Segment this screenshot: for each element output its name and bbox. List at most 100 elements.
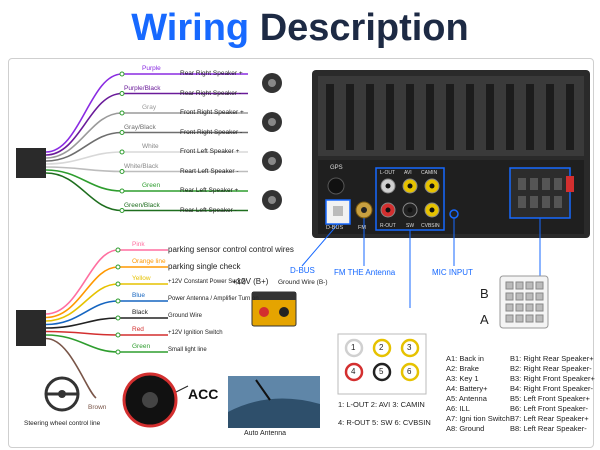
fin xyxy=(546,84,554,150)
iso-pin-cell xyxy=(515,281,524,290)
wire-node-icon xyxy=(119,169,125,174)
pin-a-item: A3: Key 1 xyxy=(446,374,479,383)
fin xyxy=(526,84,534,150)
iso-pin-cell xyxy=(535,292,544,301)
rca-legend-circle xyxy=(372,362,392,382)
iso-pin-cell xyxy=(535,314,544,323)
fm-port-label: FM xyxy=(358,225,366,231)
acc-pointer-line xyxy=(175,385,189,393)
dbus-socket-icon xyxy=(333,206,343,216)
heatsink-fins xyxy=(326,84,574,150)
wire-node-icon xyxy=(115,264,121,270)
iso-pin-cell xyxy=(505,292,514,301)
iso-pin-cell xyxy=(525,303,534,312)
gps-label: GPS xyxy=(330,165,343,171)
power-wire-label: Small light line xyxy=(168,347,207,353)
cvbsin-port-label: CVBSIN xyxy=(421,223,440,229)
power-wire-label: Ground Wire xyxy=(168,313,203,319)
power-wire-color-label: Blue xyxy=(132,292,146,299)
power-wire-color-label: Green xyxy=(132,343,151,350)
rca-legend-number: 4 xyxy=(351,367,356,376)
battery-plus-terminal-icon xyxy=(259,307,269,317)
power-wire-color-label: Pink xyxy=(132,241,145,248)
iso-pin xyxy=(542,196,550,208)
iso-a-label: A xyxy=(480,312,489,327)
antenna-mast-icon xyxy=(255,379,271,401)
speaker-wire xyxy=(45,112,248,159)
speaker-wire-label: Rear Left Speaker + xyxy=(180,187,239,194)
rca-legend-number: 3 xyxy=(407,343,412,352)
speaker-icons xyxy=(262,73,282,210)
power-wire-color-label: Yellow xyxy=(132,275,151,282)
title-word-wiring: Wiring xyxy=(131,7,250,49)
pin-b-item: B8: Left Rear Speaker- xyxy=(510,424,587,433)
rca-legend-circles xyxy=(344,338,420,382)
fm-callout-label: FM THE Antenna xyxy=(334,268,396,277)
pin-b-item: B3: Right Front Speaker+ xyxy=(510,374,595,383)
iso-pin-cell xyxy=(525,292,534,301)
rca-jack-center-icon xyxy=(429,183,435,189)
battery-minus-terminal-icon xyxy=(279,307,289,317)
fin xyxy=(486,84,494,150)
diagram-panel xyxy=(8,58,594,448)
power-wire xyxy=(45,249,168,315)
pin-b-item: B2: Right Rear Speaker- xyxy=(510,364,592,373)
speaker-harness-connector xyxy=(16,148,46,178)
iso-pin-cell xyxy=(505,281,514,290)
rca-legend-number: 5 xyxy=(379,367,384,376)
speaker-wire-label: Front Right Speaker + xyxy=(180,109,244,116)
fin xyxy=(506,84,514,150)
rca-legend-circle xyxy=(372,338,392,358)
speaker-wire-label: Rear Right Speaker - xyxy=(180,89,242,97)
rca-legend-number: 1 xyxy=(351,343,356,352)
wire-node-icon xyxy=(115,349,121,355)
wire-node-icon xyxy=(119,91,125,96)
pin-b-item: B1: Right Rear Speaker+ xyxy=(510,354,594,363)
gps-port-icon xyxy=(327,177,345,195)
dbus-port-label: D-BUS xyxy=(326,225,344,231)
speaker-wire-label: Reart Left Speaker - xyxy=(180,167,239,175)
rca-jack-center-icon xyxy=(385,207,391,213)
wire-node-icon xyxy=(119,130,125,135)
iso-pin-cell xyxy=(515,292,524,301)
pin-a-item: A1: Back in xyxy=(446,354,484,363)
rca-jacks xyxy=(380,178,440,218)
battery-ground-label: Ground Wire (B-) xyxy=(278,279,328,286)
rca-legend-circle xyxy=(400,362,420,382)
speaker-wire-color-label: Green/Black xyxy=(124,201,160,209)
speaker-wire xyxy=(45,172,248,212)
car-roof-shape xyxy=(228,398,320,428)
wire-node-icon xyxy=(119,149,125,155)
power-wire-color-label: Brown xyxy=(88,404,107,411)
title-word-description: Description xyxy=(259,7,469,49)
wire-node-icon xyxy=(119,110,125,116)
rca-legend-circle xyxy=(344,362,364,382)
power-harness-connector xyxy=(16,310,46,346)
iso-pin-cell xyxy=(505,303,514,312)
rca-jack-center-icon xyxy=(429,207,435,213)
power-wire-label: parking sensor control control wires xyxy=(168,245,294,254)
pin-a-item: A5: Antenna xyxy=(446,394,487,403)
iso-pin xyxy=(530,178,538,190)
speaker-cone-icon xyxy=(268,79,276,87)
fin xyxy=(406,84,414,150)
speaker-wire-color-label: White xyxy=(142,143,159,150)
fin xyxy=(446,84,454,150)
speaker-wire xyxy=(45,92,248,156)
rca-legend-line-2: 4: R-OUT 5: SW 6: CVBSIN xyxy=(338,418,431,427)
power-wire-color-label: Red xyxy=(132,326,144,333)
wire-node-icon xyxy=(119,188,125,194)
rout-port-label: R-OUT xyxy=(380,223,396,229)
power-wire-label: +12V Constant Power Supply xyxy=(168,279,247,285)
iso-pin xyxy=(518,178,526,190)
dbus-callout-line xyxy=(301,223,339,267)
power-wire-color-label: Orange line xyxy=(132,258,166,265)
pin-a-item: A4: Battery+ xyxy=(446,384,488,393)
speaker-wire-label: Rear Left Speaker - xyxy=(180,206,237,214)
fm-port-center-icon xyxy=(361,207,367,213)
fuse-icon xyxy=(566,176,574,192)
speaker-cone-icon xyxy=(268,157,276,165)
dbus-callout-label: D-BUS xyxy=(290,266,315,275)
rca-legend-circle xyxy=(400,338,420,358)
